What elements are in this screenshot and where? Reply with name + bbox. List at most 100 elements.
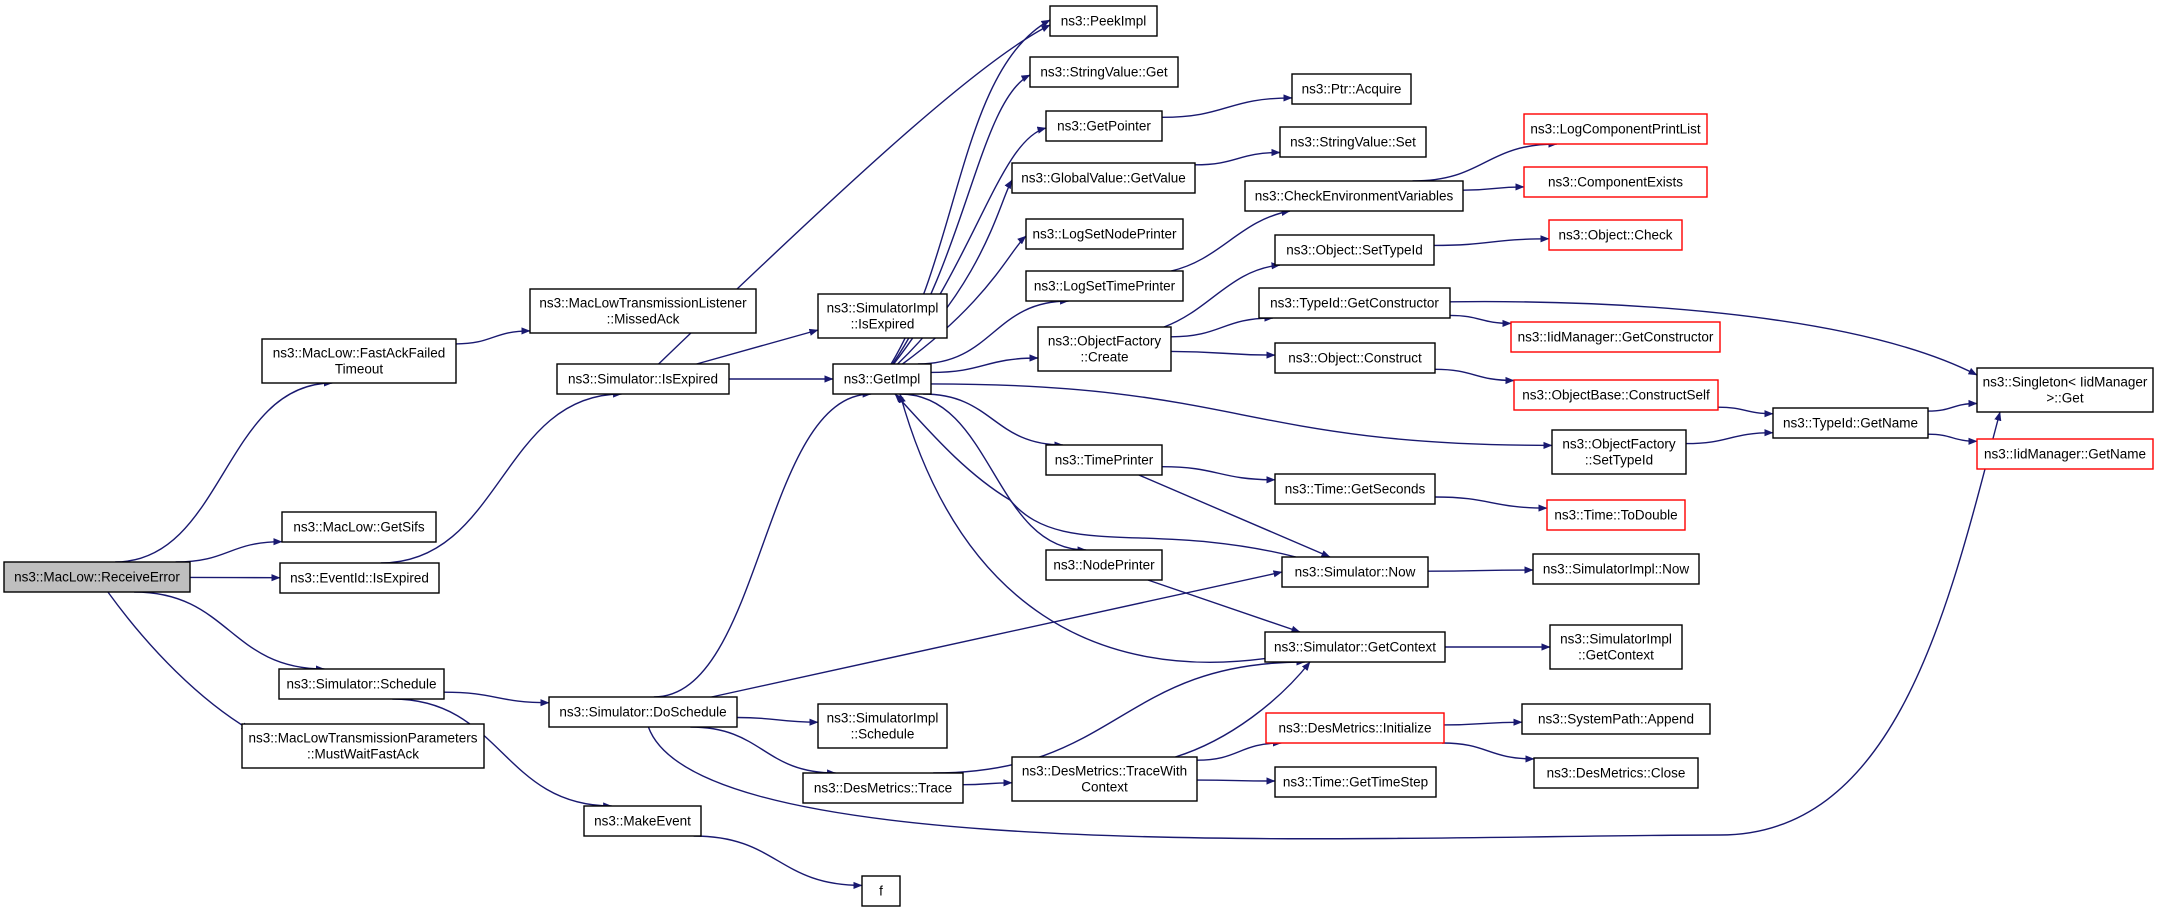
node-box[interactable]: [1274, 766, 1437, 798]
node-receiveerror[interactable]: ns3::MacLow::ReceiveError: [3, 561, 191, 593]
node-box[interactable]: [1521, 703, 1711, 735]
node-stringvalue-get[interactable]: ns3::StringValue::Get: [1029, 56, 1179, 88]
node-box[interactable]: [583, 805, 702, 837]
node-ptr-acquire[interactable]: ns3::Ptr::Acquire: [1291, 73, 1412, 105]
node-box[interactable]: [1772, 407, 1929, 439]
node-typeid-getconstructor[interactable]: ns3::TypeId::GetConstructor: [1258, 287, 1451, 319]
node-box[interactable]: [261, 338, 457, 384]
node-box[interactable]: [817, 703, 948, 749]
node-time-todouble[interactable]: ns3::Time::ToDouble: [1546, 499, 1686, 531]
node-time-getseconds[interactable]: ns3::Time::GetSeconds: [1274, 473, 1436, 505]
node-box[interactable]: [279, 562, 440, 594]
node-nodeprinter[interactable]: ns3::NodePrinter: [1045, 549, 1163, 581]
node-simimpl-getcontext[interactable]: ns3::SimulatorImpl::GetContext: [1549, 624, 1683, 670]
node-desmetrics-close[interactable]: ns3::DesMetrics::Close: [1533, 757, 1699, 789]
node-box[interactable]: [1045, 444, 1163, 476]
node-box[interactable]: [281, 511, 437, 543]
node-simimpl-schedule[interactable]: ns3::SimulatorImpl::Schedule: [817, 703, 948, 749]
node-box[interactable]: [1548, 219, 1683, 251]
node-simulator-schedule[interactable]: ns3::Simulator::Schedule: [278, 668, 445, 700]
node-singleton-get[interactable]: ns3::Singleton< IidManager>::Get: [1976, 367, 2154, 413]
node-box[interactable]: [1523, 113, 1708, 145]
node-simulator-doschedule[interactable]: ns3::Simulator::DoSchedule: [548, 696, 738, 728]
node-simulator-now[interactable]: ns3::Simulator::Now: [1281, 556, 1429, 588]
node-getsifs[interactable]: ns3::MacLow::GetSifs: [281, 511, 437, 543]
node-box[interactable]: [1049, 5, 1158, 37]
node-box[interactable]: [1976, 438, 2154, 470]
node-missedack[interactable]: ns3::MacLowTransmissionListener::MissedA…: [529, 288, 757, 334]
node-box[interactable]: [1244, 180, 1464, 212]
node-box[interactable]: [241, 723, 485, 769]
node-iidmanager-getconstructor[interactable]: ns3::IidManager::GetConstructor: [1510, 321, 1721, 353]
node-box[interactable]: [1513, 379, 1719, 411]
node-box[interactable]: [1291, 73, 1412, 105]
node-simulator-isexpired[interactable]: ns3::Simulator::IsExpired: [556, 363, 730, 395]
node-systempath-append[interactable]: ns3::SystemPath::Append: [1521, 703, 1711, 735]
node-box[interactable]: [1549, 624, 1683, 670]
node-box[interactable]: [1976, 367, 2154, 413]
node-simulator-getcontext[interactable]: ns3::Simulator::GetContext: [1264, 631, 1446, 663]
node-typeid-getname[interactable]: ns3::TypeId::GetName: [1772, 407, 1929, 439]
node-objectfactory-settypeid[interactable]: ns3::ObjectFactory::SetTypeId: [1551, 429, 1687, 475]
node-object-construct[interactable]: ns3::Object::Construct: [1274, 342, 1436, 374]
node-box[interactable]: [1510, 321, 1721, 353]
node-box[interactable]: [1274, 234, 1435, 266]
node-getpointer[interactable]: ns3::GetPointer: [1045, 110, 1163, 142]
node-box[interactable]: [1045, 110, 1163, 142]
node-box[interactable]: [1281, 556, 1429, 588]
node-peekimpl[interactable]: ns3::PeekImpl: [1049, 5, 1158, 37]
node-box[interactable]: [278, 668, 445, 700]
node-objectfactory-create[interactable]: ns3::ObjectFactory::Create: [1037, 326, 1172, 372]
node-object-check[interactable]: ns3::Object::Check: [1548, 219, 1683, 251]
node-box[interactable]: [529, 288, 757, 334]
node-checkenvvars[interactable]: ns3::CheckEnvironmentVariables: [1244, 180, 1464, 212]
node-desmetrics-initialize[interactable]: ns3::DesMetrics::Initialize: [1265, 712, 1445, 744]
node-box[interactable]: [1011, 162, 1196, 194]
node-timeprinter[interactable]: ns3::TimePrinter: [1045, 444, 1163, 476]
node-box[interactable]: [1551, 429, 1687, 475]
node-box[interactable]: [1265, 712, 1445, 744]
node-box[interactable]: [548, 696, 738, 728]
node-box[interactable]: [1025, 270, 1184, 302]
node-box[interactable]: [1258, 287, 1451, 319]
node-box[interactable]: [817, 293, 948, 339]
node-box[interactable]: [556, 363, 730, 395]
node-box[interactable]: [861, 875, 901, 907]
node-box[interactable]: [1274, 473, 1436, 505]
node-box[interactable]: [1523, 166, 1708, 198]
node-mustwaitfastack[interactable]: ns3::MacLowTransmissionParameters::MustW…: [241, 723, 485, 769]
node-logsetnodeprinter[interactable]: ns3::LogSetNodePrinter: [1025, 218, 1184, 250]
node-globalvalue-getvalue[interactable]: ns3::GlobalValue::GetValue: [1011, 162, 1196, 194]
node-objectbase-constructself[interactable]: ns3::ObjectBase::ConstructSelf: [1513, 379, 1719, 411]
node-box[interactable]: [1546, 499, 1686, 531]
node-eventid-isexpired[interactable]: ns3::EventId::IsExpired: [279, 562, 440, 594]
node-logsettimeprinter[interactable]: ns3::LogSetTimePrinter: [1025, 270, 1184, 302]
node-box[interactable]: [1045, 549, 1163, 581]
node-box[interactable]: [1264, 631, 1446, 663]
node-box[interactable]: [1029, 56, 1179, 88]
node-object-settypeid[interactable]: ns3::Object::SetTypeId: [1274, 234, 1435, 266]
node-makeevent[interactable]: ns3::MakeEvent: [583, 805, 702, 837]
node-box[interactable]: [832, 363, 932, 395]
node-iidmanager-getname[interactable]: ns3::IidManager::GetName: [1976, 438, 2154, 470]
node-f[interactable]: f: [861, 875, 901, 907]
node-getimpl[interactable]: ns3::GetImpl: [832, 363, 932, 395]
node-box[interactable]: [3, 561, 191, 593]
node-box[interactable]: [1025, 218, 1184, 250]
node-simimpl-isexpired[interactable]: ns3::SimulatorImpl::IsExpired: [817, 293, 948, 339]
node-box[interactable]: [1274, 342, 1436, 374]
node-time-gettimestep[interactable]: ns3::Time::GetTimeStep: [1274, 766, 1437, 798]
node-stringvalue-set[interactable]: ns3::StringValue::Set: [1279, 126, 1427, 158]
node-box[interactable]: [1532, 553, 1700, 585]
node-box[interactable]: [1533, 757, 1699, 789]
node-box[interactable]: [1279, 126, 1427, 158]
node-logcomponentprintlist[interactable]: ns3::LogComponentPrintList: [1523, 113, 1708, 145]
node-componentexists[interactable]: ns3::ComponentExists: [1523, 166, 1708, 198]
node-box[interactable]: [1037, 326, 1172, 372]
node-simimpl-now[interactable]: ns3::SimulatorImpl::Now: [1532, 553, 1700, 585]
node-box[interactable]: [1011, 756, 1198, 802]
node-box[interactable]: [802, 772, 964, 804]
node-desmetrics-trace[interactable]: ns3::DesMetrics::Trace: [802, 772, 964, 804]
